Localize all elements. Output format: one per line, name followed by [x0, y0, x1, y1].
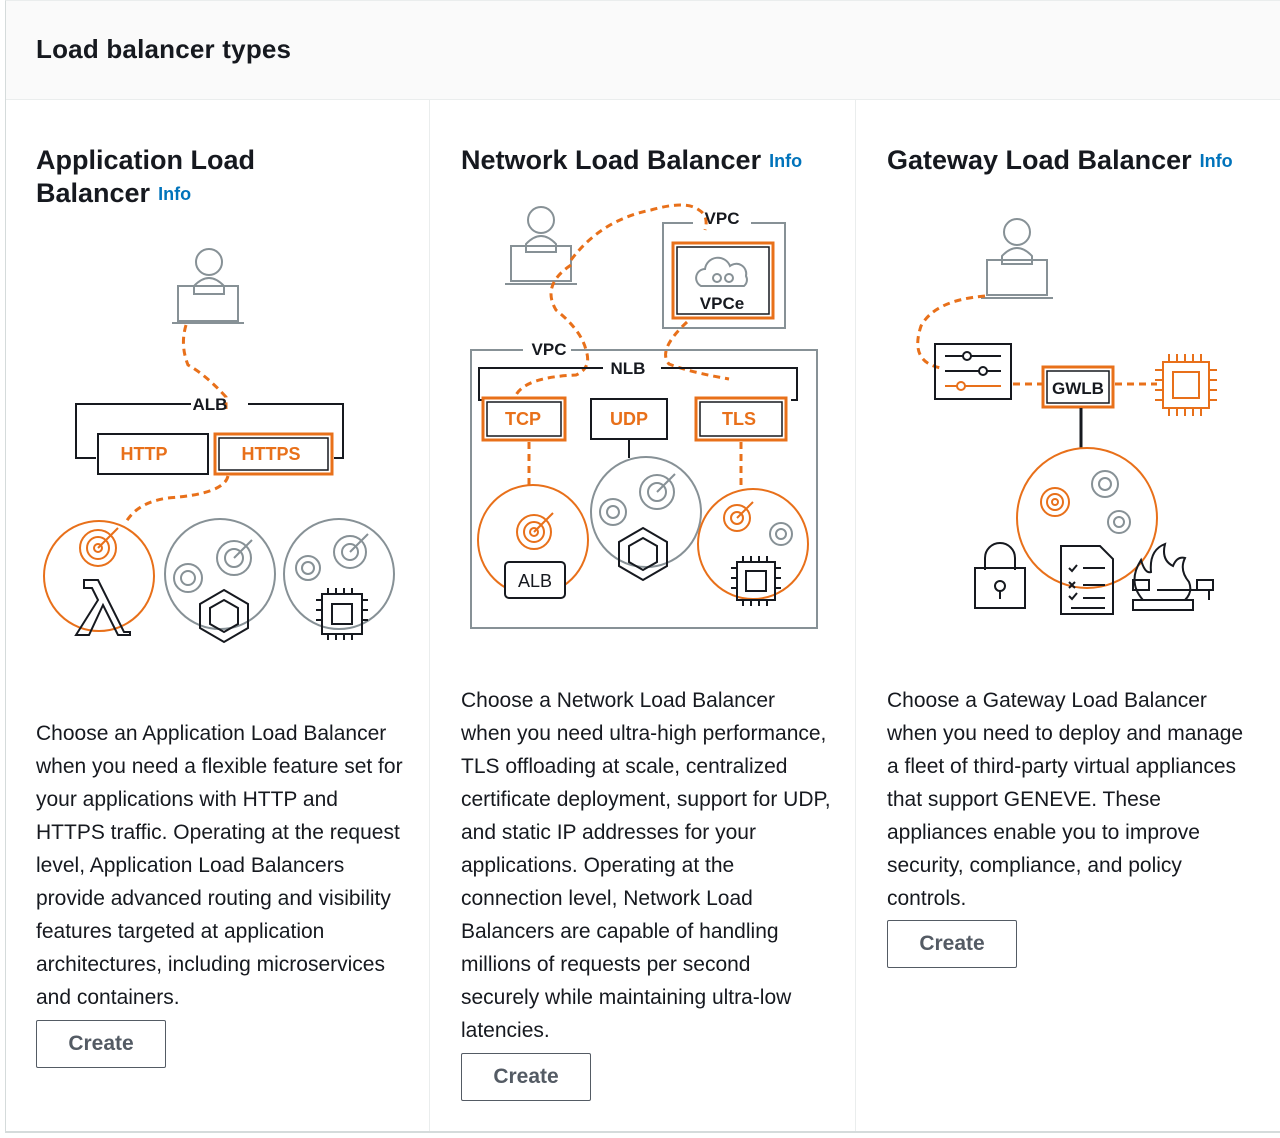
info-link[interactable]: Info	[1199, 151, 1233, 171]
create-gwlb-button[interactable]: Create	[887, 920, 1017, 968]
vpc-label: VPC	[532, 340, 567, 359]
user-laptop-icon	[172, 248, 244, 324]
alb-box	[504, 561, 566, 599]
https-box	[213, 432, 334, 476]
chip-icon	[731, 556, 781, 606]
target-icon	[1040, 470, 1131, 534]
tcp-label: TCP	[505, 409, 541, 429]
target-icon	[516, 512, 554, 550]
page-header: Load balancer types	[6, 1, 1280, 100]
udp-label: UDP	[610, 409, 648, 429]
target-icon	[295, 533, 369, 581]
target-icon	[723, 501, 793, 546]
card-description: Choose an Application Load Balancer when…	[36, 722, 403, 1009]
bottom-border	[6, 1131, 1280, 1133]
vpc-top-label: VPC	[705, 209, 740, 228]
card-title: Network Load Balancer Info	[461, 144, 841, 178]
vpc-top-box	[662, 222, 786, 329]
chip-icon	[316, 588, 368, 640]
lock-icon	[974, 542, 1026, 609]
alb-bracket	[75, 403, 191, 459]
create-alb-button[interactable]: Create	[36, 1020, 166, 1068]
target-icon	[599, 473, 676, 526]
filter-icon	[934, 343, 1012, 400]
chip-target-circle	[283, 518, 395, 630]
tcp-box	[481, 396, 567, 442]
cloud-icon	[695, 256, 748, 287]
target-icon	[173, 539, 253, 593]
chip-target-circle	[697, 488, 809, 600]
container-icon	[618, 526, 668, 582]
nlb-bracket	[478, 367, 603, 401]
card-network-load-balancer: Network Load Balancer Info VPC VPCe VPC N…	[431, 100, 856, 1131]
card-title-text: Network Load Balancer	[461, 145, 762, 175]
info-link[interactable]: Info	[158, 184, 192, 204]
tls-box	[694, 396, 788, 442]
alb-label: ALB	[193, 395, 228, 414]
nlb-label: NLB	[611, 359, 646, 378]
container-icon	[199, 588, 249, 644]
gwlb-diagram: GWLB	[916, 218, 1217, 615]
card-description: Choose a Gateway Load Balancer when you …	[887, 689, 1244, 910]
container-target-circle	[590, 456, 702, 568]
target-icon	[79, 527, 119, 567]
chip-icon	[1155, 354, 1217, 416]
http-label: HTTP	[121, 444, 168, 464]
user-laptop-icon	[981, 218, 1053, 299]
card-title-text: Gateway Load Balancer	[887, 145, 1192, 175]
card-gateway-load-balancer: Gateway Load Balancer Info GWLB	[857, 100, 1280, 1131]
alb-flow-line	[181, 324, 228, 409]
vpce-box	[671, 241, 775, 320]
card-description: Choose a Network Load Balancer when you …	[461, 689, 831, 1042]
nlb-diagram: VPC VPCe VPC NLB TCP UDP TLS	[470, 203, 818, 629]
lambda-target-circle	[43, 520, 155, 632]
info-link[interactable]: Info	[769, 151, 803, 171]
http-box	[97, 433, 209, 475]
firewall-icon	[1132, 542, 1214, 611]
page-frame	[5, 0, 1280, 1133]
checklist-icon	[1060, 545, 1114, 615]
vpc-box	[470, 349, 818, 629]
https-label: HTTPS	[241, 444, 300, 464]
user-laptop-icon	[505, 206, 577, 285]
create-nlb-button[interactable]: Create	[461, 1053, 591, 1101]
page-title: Load balancer types	[36, 34, 292, 64]
lambda-icon	[74, 579, 131, 636]
vpce-label: VPCe	[700, 294, 744, 313]
alb-inner-label: ALB	[518, 571, 552, 591]
gwlb-box	[1041, 365, 1115, 409]
gwlb-label: GWLB	[1052, 379, 1104, 398]
card-title-text: Application Load Balancer	[36, 145, 255, 208]
alb-diagram: ALB HTTP HTTPS	[43, 248, 395, 644]
tls-label: TLS	[722, 409, 756, 429]
card-title: Gateway Load Balancer Info	[887, 144, 1267, 178]
appliance-circle	[1016, 447, 1158, 589]
udp-box	[590, 398, 668, 440]
